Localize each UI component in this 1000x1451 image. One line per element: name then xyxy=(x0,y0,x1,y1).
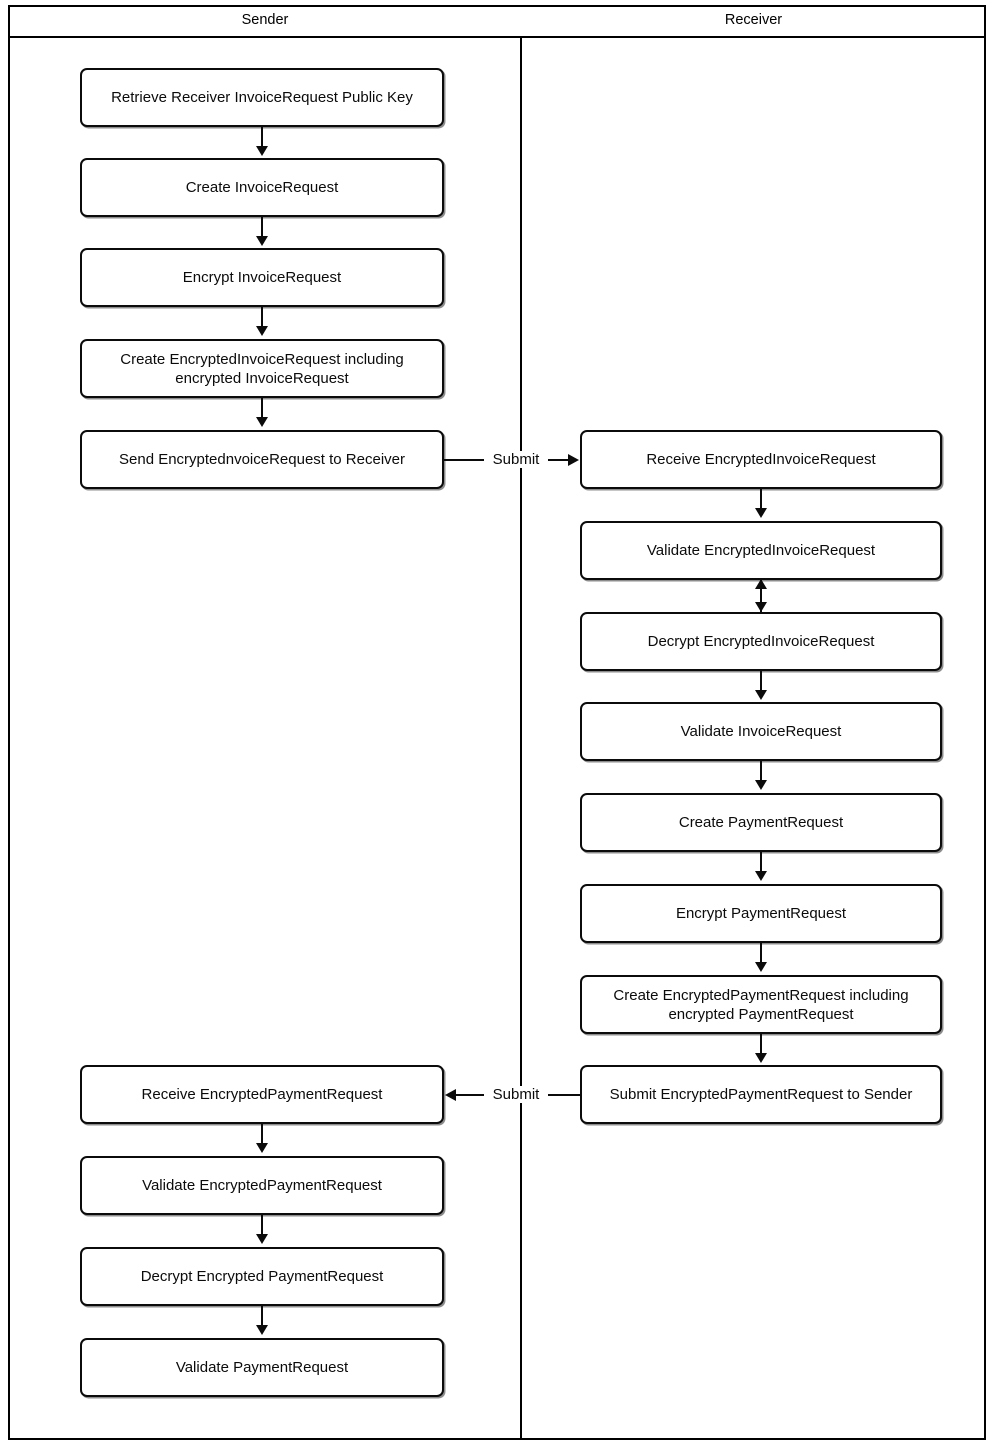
edge-s5-r1-arrowhead xyxy=(568,454,579,466)
edge-r2-r3-line xyxy=(760,580,762,612)
node-create-encryptedpaymentrequest[interactable]: Create EncryptedPaymentRequest including… xyxy=(580,975,942,1034)
edge-s3-s4-arrowhead xyxy=(256,326,268,336)
edge-r7-r8-arrowhead xyxy=(755,1053,767,1063)
edge-r2-r3-arrowhead-up xyxy=(755,579,767,589)
node-submit-encryptedpaymentrequest-to-sender[interactable]: Submit EncryptedPaymentRequest to Sender xyxy=(580,1065,942,1124)
node-label: Decrypt Encrypted PaymentRequest xyxy=(140,1268,384,1285)
edge-r7-r8-line xyxy=(760,1034,762,1055)
node-label: Submit EncryptedPaymentRequest to Sender xyxy=(609,1086,913,1103)
edge-label-submit-top: Submit xyxy=(484,451,548,468)
edge-s1-s2-arrowhead xyxy=(256,146,268,156)
node-label: Send EncryptednvoiceRequest to Receiver xyxy=(119,451,405,468)
node-label: Validate InvoiceRequest xyxy=(680,723,842,740)
node-label: Create EncryptedInvoiceRequest including… xyxy=(120,350,404,387)
edge-r5-r6-arrowhead xyxy=(755,871,767,881)
edge-s2-s3-arrowhead xyxy=(256,236,268,246)
node-encrypt-invoicerequest[interactable]: Encrypt InvoiceRequest xyxy=(80,248,444,307)
node-receive-encryptedinvoicerequest[interactable]: Receive EncryptedInvoiceRequest xyxy=(580,430,942,489)
node-decrypt-encryptedinvoicerequest[interactable]: Decrypt EncryptedInvoiceRequest xyxy=(580,612,942,671)
node-label: Validate EncryptedPaymentRequest xyxy=(142,1177,382,1194)
node-label: Create InvoiceRequest xyxy=(185,179,339,196)
node-create-paymentrequest[interactable]: Create PaymentRequest xyxy=(580,793,942,852)
edge-r1-r2-arrowhead xyxy=(755,508,767,518)
edge-s6-s7-line xyxy=(261,1124,263,1145)
node-label: Encrypt PaymentRequest xyxy=(675,905,847,922)
edge-r2-r3-arrowhead-down xyxy=(755,602,767,612)
edge-s4-s5-arrowhead xyxy=(256,417,268,427)
edge-r3-r4-line xyxy=(760,671,762,692)
edge-s8-s9-line xyxy=(261,1306,263,1327)
node-validate-encryptedpaymentrequest[interactable]: Validate EncryptedPaymentRequest xyxy=(80,1156,444,1215)
edge-r5-r6-line xyxy=(760,852,762,873)
swimlane-divider xyxy=(520,37,522,1440)
edge-r4-r5-arrowhead xyxy=(755,780,767,790)
edge-s8-s9-arrowhead xyxy=(256,1325,268,1335)
edge-r6-r7-arrowhead xyxy=(755,962,767,972)
node-decrypt-encrypted-paymentrequest[interactable]: Decrypt Encrypted PaymentRequest xyxy=(80,1247,444,1306)
edge-label-submit-bottom: Submit xyxy=(484,1086,548,1103)
node-encrypt-paymentrequest[interactable]: Encrypt PaymentRequest xyxy=(580,884,942,943)
node-validate-paymentrequest[interactable]: Validate PaymentRequest xyxy=(80,1338,444,1397)
node-label: Retrieve Receiver InvoiceRequest Public … xyxy=(111,89,413,106)
node-label: Create EncryptedPaymentRequest including… xyxy=(613,986,909,1023)
node-receive-encryptedpaymentrequest[interactable]: Receive EncryptedPaymentRequest xyxy=(80,1065,444,1124)
node-send-encryptedinvoicerequest-to-receiver[interactable]: Send EncryptednvoiceRequest to Receiver xyxy=(80,430,444,489)
edge-s7-s8-arrowhead xyxy=(256,1234,268,1244)
node-label: Receive EncryptedPaymentRequest xyxy=(141,1086,383,1103)
node-create-encryptedinvoicerequest[interactable]: Create EncryptedInvoiceRequest including… xyxy=(80,339,444,398)
node-label: Validate EncryptedInvoiceRequest xyxy=(646,542,876,559)
node-label: Encrypt InvoiceRequest xyxy=(182,269,342,286)
edge-r4-r5-line xyxy=(760,761,762,782)
lane-header-receiver: Receiver xyxy=(724,12,783,28)
edge-r6-r7-line xyxy=(760,943,762,964)
edge-s2-s3-line xyxy=(261,217,263,238)
edge-r1-r2-line xyxy=(760,489,762,510)
node-label: Receive EncryptedInvoiceRequest xyxy=(646,451,876,468)
edge-r3-r4-arrowhead xyxy=(755,690,767,700)
edge-r8-s6-arrowhead xyxy=(445,1089,456,1101)
edge-s7-s8-line xyxy=(261,1215,263,1236)
edge-s3-s4-line xyxy=(261,307,263,328)
lane-header-sender: Sender xyxy=(241,12,289,28)
edge-s4-s5-line xyxy=(261,398,263,419)
node-create-invoicerequest[interactable]: Create InvoiceRequest xyxy=(80,158,444,217)
node-retrieve-receiver-invoicerequest-public-key[interactable]: Retrieve Receiver InvoiceRequest Public … xyxy=(80,68,444,127)
swimlane-header-rule xyxy=(8,36,986,38)
node-validate-encryptedinvoicerequest[interactable]: Validate EncryptedInvoiceRequest xyxy=(580,521,942,580)
edge-s6-s7-arrowhead xyxy=(256,1143,268,1153)
node-label: Create PaymentRequest xyxy=(678,814,844,831)
edge-s1-s2-line xyxy=(261,127,263,148)
node-label: Validate PaymentRequest xyxy=(175,1359,349,1376)
node-validate-invoicerequest[interactable]: Validate InvoiceRequest xyxy=(580,702,942,761)
node-label: Decrypt EncryptedInvoiceRequest xyxy=(647,633,875,650)
